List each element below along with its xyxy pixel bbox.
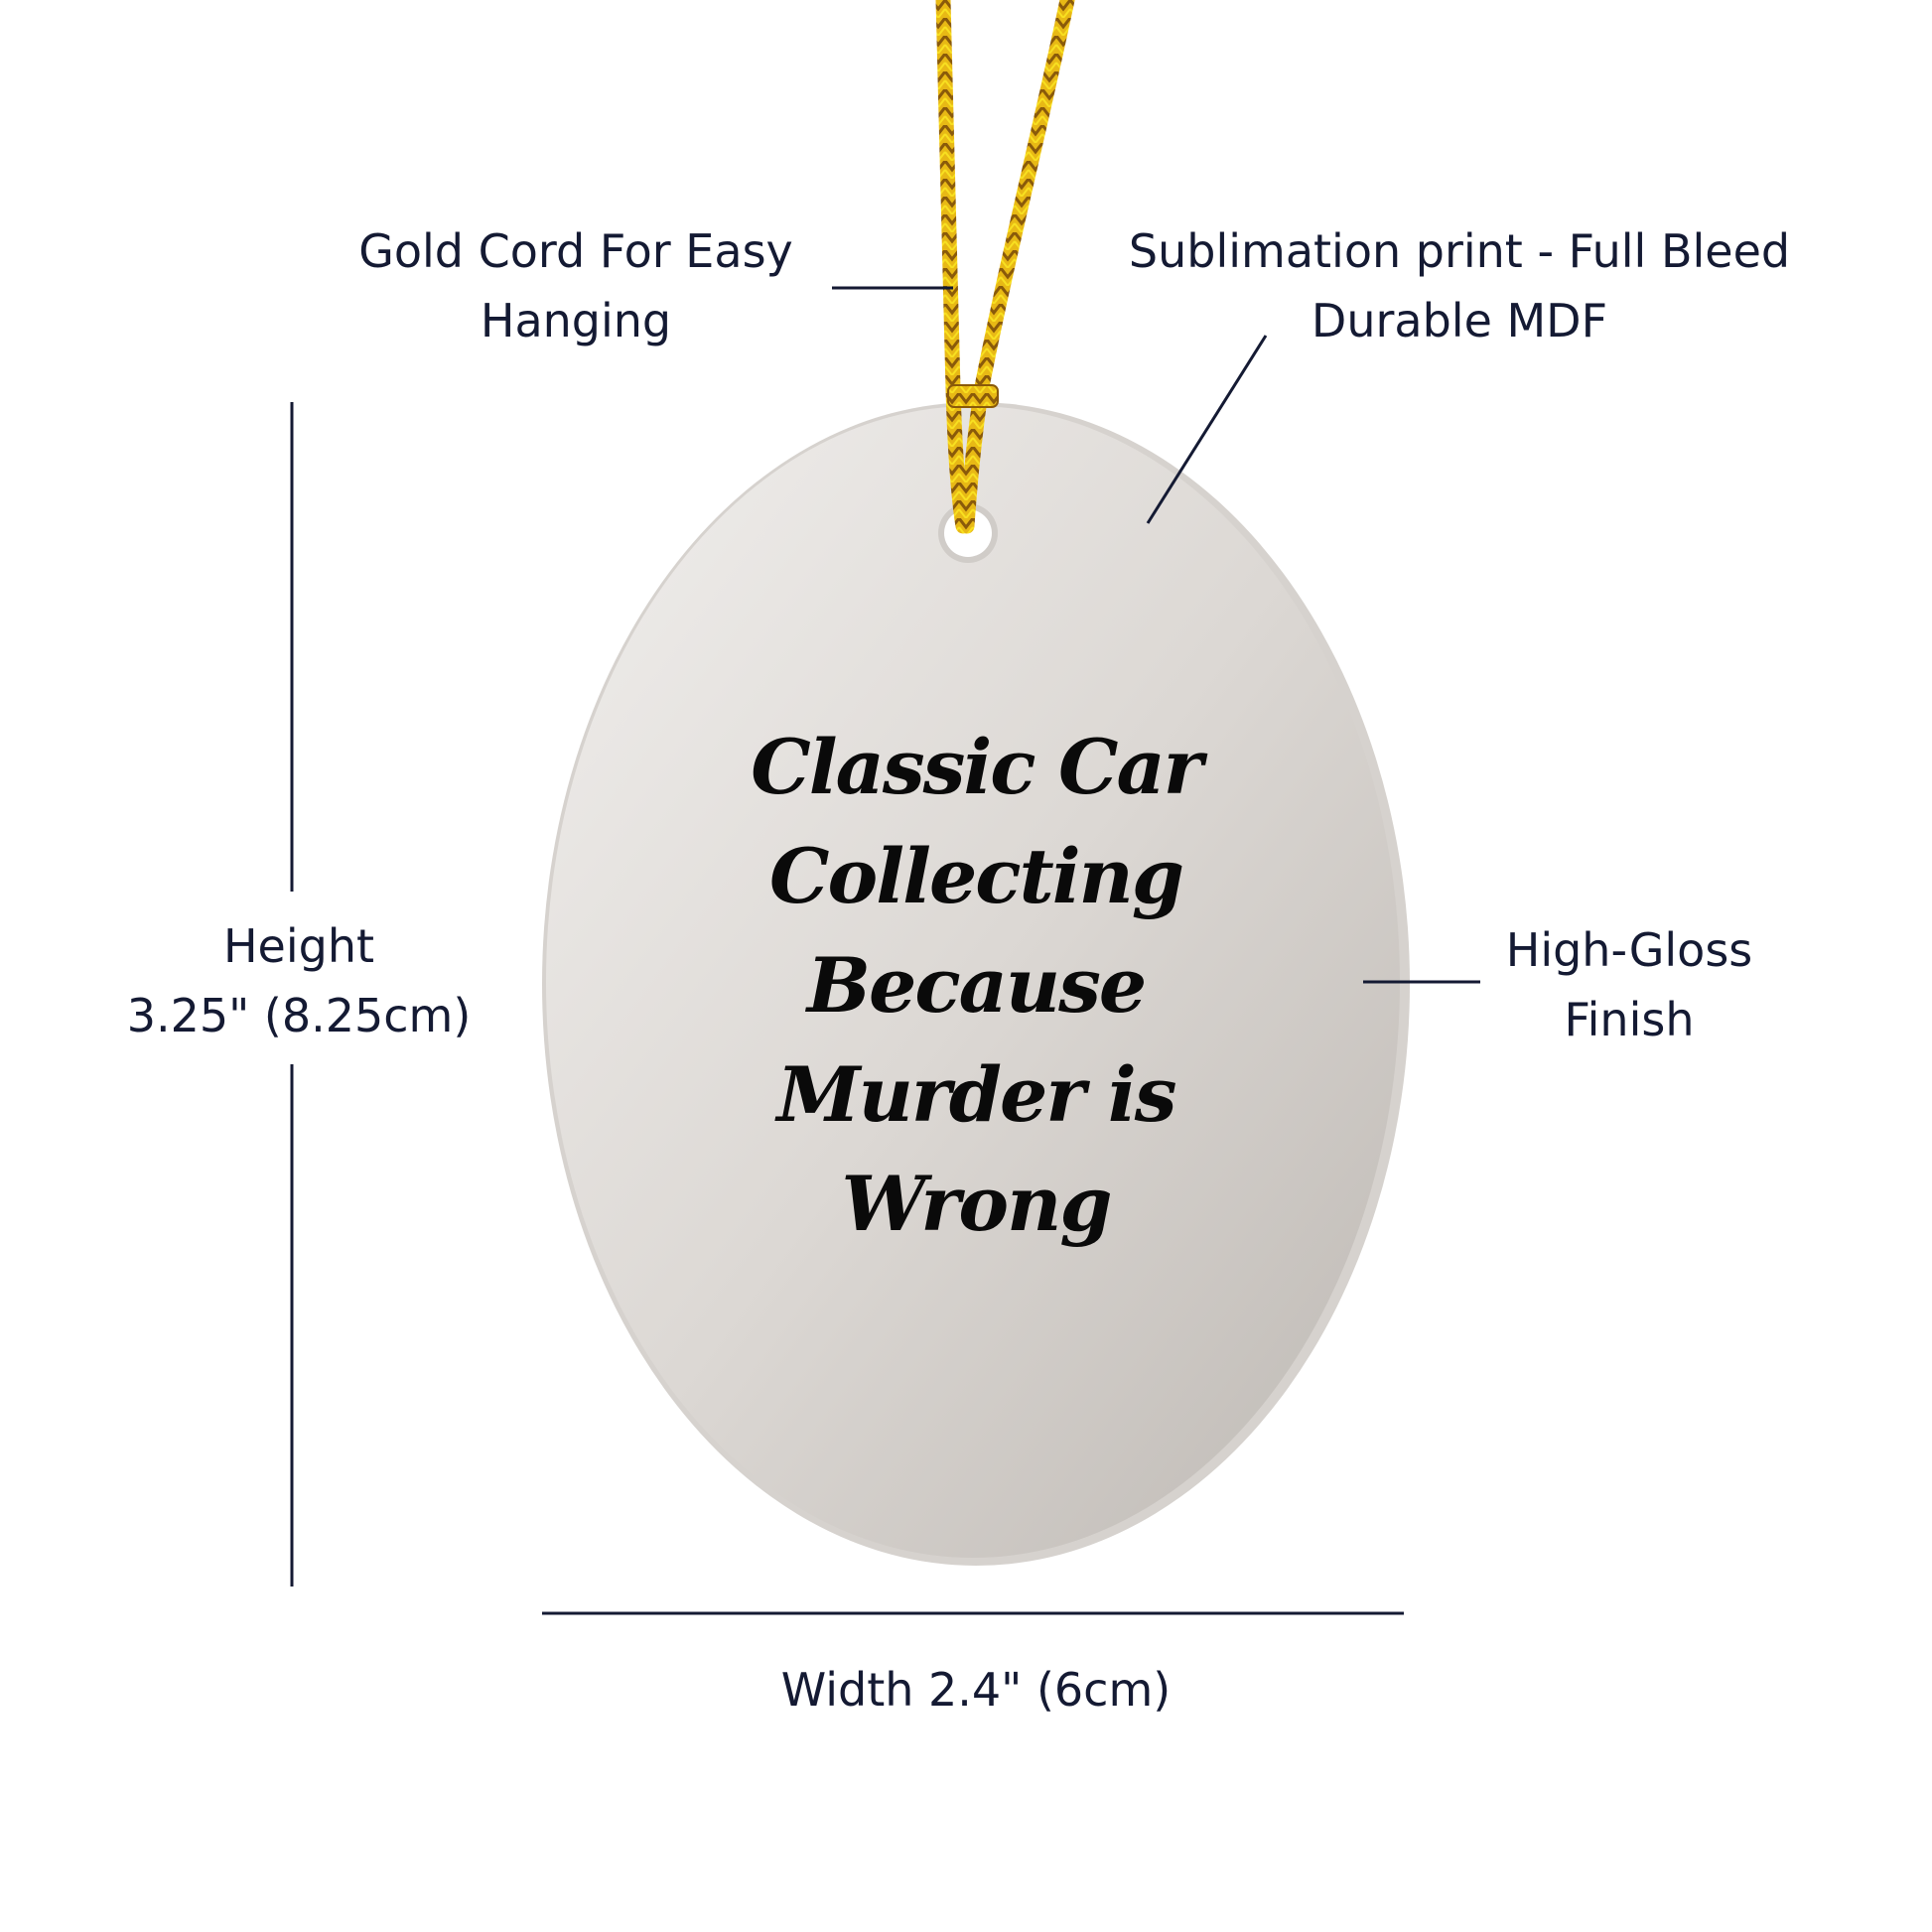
- finish-annotation-line: Finish: [1564, 993, 1695, 1046]
- print-annotation-line: Durable MDF: [1311, 294, 1608, 347]
- quote-line: Murder is: [776, 1050, 1176, 1139]
- quote-line: Classic Car: [751, 723, 1203, 811]
- finish-annotation: High-Gloss Finish: [1506, 915, 1753, 1054]
- quote-line: Wrong: [841, 1160, 1112, 1248]
- print-annotation: Sublimation print - Full Bleed Durable M…: [1129, 216, 1790, 355]
- print-leader-line: [1146, 335, 1268, 524]
- width-annotation: Width 2.4" (6cm): [781, 1655, 1171, 1725]
- finish-annotation-line: High-Gloss: [1505, 923, 1753, 977]
- quote-line: Because: [806, 941, 1148, 1030]
- leader-lines: [290, 286, 1480, 1615]
- height-annotation-line: Height: [222, 919, 375, 973]
- width-annotation-label: Width 2.4" (6cm): [780, 1663, 1172, 1717]
- print-annotation-line: Sublimation print - Full Bleed: [1128, 224, 1791, 278]
- gold-cord-icon: [935, 0, 1075, 534]
- ornament-quote: Classic Car Collecting Because Murder is…: [751, 713, 1203, 1259]
- cord-annotation-line: Gold Cord For Easy: [358, 224, 793, 278]
- height-annotation-line: 3.25" (8.25cm): [126, 989, 472, 1042]
- ornament-body: [542, 402, 1410, 1566]
- height-annotation: Height 3.25" (8.25cm): [127, 911, 472, 1050]
- cord-annotation-line: Hanging: [480, 294, 672, 347]
- quote-line: Collecting: [769, 832, 1184, 920]
- cord-annotation: Gold Cord For Easy Hanging: [358, 216, 793, 355]
